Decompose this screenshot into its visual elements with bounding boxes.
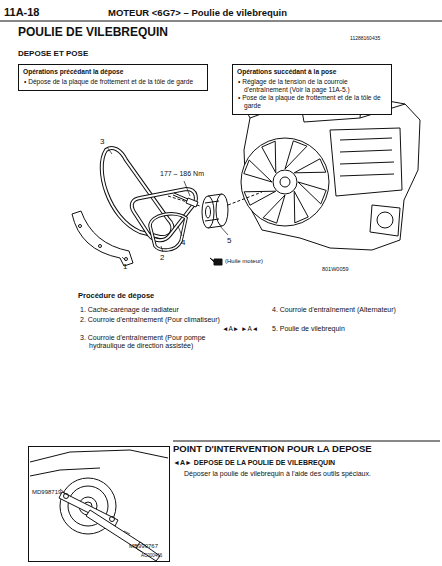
box-heading: Opérations précédant la dépose [23, 68, 203, 76]
callout-number: 5 [227, 236, 231, 245]
box-item: • Réglage de la tension de la courroie d… [237, 78, 387, 94]
callout-number: 1 [123, 262, 127, 271]
crankshaft-pulley [168, 192, 262, 228]
instruction-text: Déposer la poulie de vilebrequin à l'aid… [184, 470, 438, 478]
header-title: MOTEUR <6G7> – Poulie de vilebrequin [108, 8, 287, 19]
procedure-step: 4. Courroie d'entraînement (Alternateur) [272, 306, 431, 314]
callout-number: 2 [160, 253, 164, 262]
part-number: MB990767 [129, 543, 158, 550]
oil-symbol [210, 258, 222, 265]
page-number: 11A-18 [4, 6, 39, 19]
callout-number: 4 [181, 238, 185, 247]
lubricant-note: (Huile moteur) [225, 258, 263, 265]
procedure-step: 3. Courroie d'entraînement (Pour pompe h… [80, 334, 221, 350]
special-tool-drawing [30, 450, 168, 561]
service-point-heading: ◄A► DEPOSE DE LA POULIE DE VILEBREQUIN [173, 459, 335, 467]
operations-box: Opérations succédant à la pose • Réglage … [232, 64, 392, 115]
box-item: • Dépose de la plaque de frottement et d… [23, 78, 203, 86]
figure-frame: MD998719MB990767AC000466 [28, 446, 170, 562]
figure-code: 801W0059 [322, 266, 349, 272]
section-heading: DEPOSE ET POSE [18, 49, 88, 58]
section-heading: POINT D'INTERVENTION POUR LA DEPOSE [173, 444, 372, 455]
procedure-step: 2. Courroie d'entraînement (Pour climati… [80, 316, 221, 324]
torque-value: 177 – 186 Nm [160, 170, 204, 178]
leader-lines [107, 147, 228, 261]
box-heading: Opérations succédant à la pose [237, 68, 387, 76]
procedure-heading: Procédure de dépose [78, 292, 154, 301]
callout-number: 3 [100, 137, 104, 146]
procedure-step: 1. Cache-carénage de radiateur [80, 306, 221, 314]
radiator-shroud [72, 211, 133, 266]
header-rule [0, 20, 442, 21]
procedure-step: 5. Poulie de vilebrequin [272, 325, 431, 333]
box-item: • Pose de la plaque de frottement et de … [237, 94, 387, 110]
page-title: POULIE DE VILEBREQUIN [18, 26, 168, 40]
part-number: MD998719 [32, 489, 61, 496]
document-code: 11288160435 [350, 36, 380, 42]
engine-drawing [241, 96, 420, 250]
part-number: AC000466 [141, 553, 162, 558]
drive-belts [102, 148, 196, 250]
service-point-mark: ◄A► ►A◄ [222, 325, 258, 332]
operations-box: Opérations précédant la dépose • Dépose d… [18, 64, 208, 91]
section-rule [173, 440, 440, 441]
